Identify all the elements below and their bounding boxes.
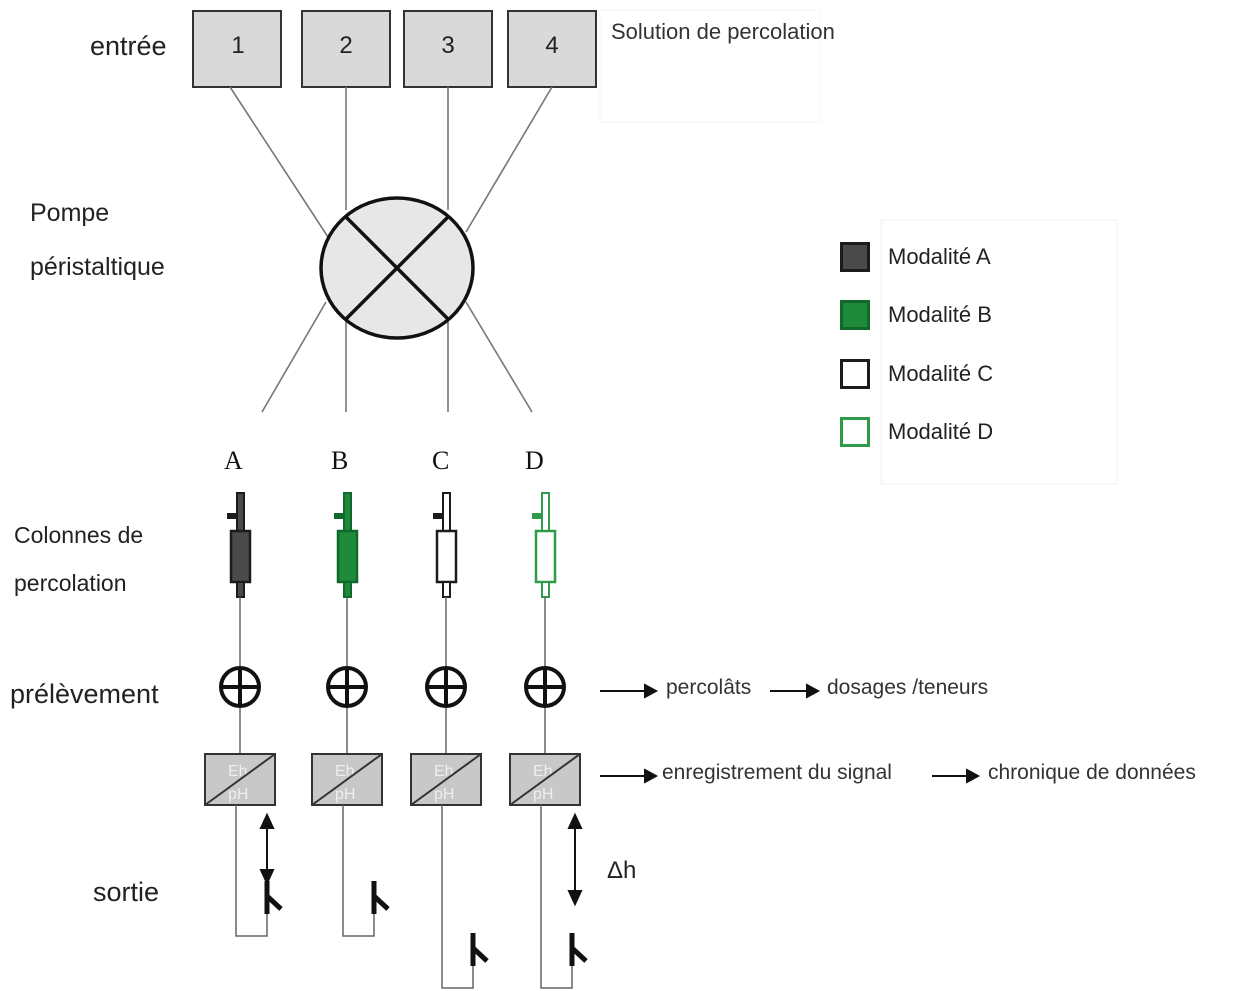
column-c-side-port: [433, 513, 444, 519]
sensor-c-diagonal: [410, 753, 482, 806]
outlet-a-tube: [235, 805, 268, 937]
label-solution: Solution de percolation: [611, 19, 835, 44]
label-pompe-line1: Pompe: [30, 199, 110, 227]
column-b-top-tube: [343, 492, 352, 532]
column-d-side-port: [532, 513, 543, 519]
input-box-3-label: 3: [441, 32, 454, 59]
label-colonnes-line2: percolation: [14, 570, 127, 596]
label-chronique: chronique de données: [988, 761, 1196, 784]
input-box-2-label: 2: [339, 32, 352, 59]
height-difference-arrows: [259, 812, 583, 907]
outlet-c-tube: [441, 805, 474, 989]
column-c-body: [435, 529, 458, 584]
label-enregistrement: enregistrement du signal: [662, 761, 892, 784]
peristaltic-pump-icon: [319, 196, 475, 340]
sensor-d-diagonal: [509, 753, 581, 806]
input-box-4-label: 4: [545, 32, 558, 59]
label-prelevement: prélèvement: [10, 679, 159, 709]
outlet-a-spout-tip: [265, 894, 283, 911]
sensor-c-label-eh: Eh: [434, 763, 454, 780]
flow-arrows: [600, 683, 981, 784]
column-a-body: [229, 529, 252, 584]
label-sortie: sortie: [93, 877, 160, 907]
input-box-1-label: 1: [231, 32, 244, 59]
label-delta-h: Δh: [607, 857, 637, 884]
column-a-side-port: [227, 513, 238, 519]
sensor-b-label-ph: pH: [335, 786, 355, 803]
column-letter-c: C: [432, 446, 450, 475]
legend-label-b: Modalité B: [888, 302, 992, 327]
column-b-bottom-tube: [343, 581, 352, 598]
sensor-b-diagonal: [311, 753, 383, 806]
column-b-side-port: [334, 513, 345, 519]
label-entree: entrée: [90, 31, 167, 61]
column-c-top-tube: [442, 492, 451, 532]
outlet-b-tube: [342, 805, 375, 937]
column-d-bottom-tube: [541, 581, 550, 598]
input-box-4: [507, 10, 597, 88]
column-letter-b: B: [331, 446, 349, 475]
column-a-top-tube: [236, 492, 245, 532]
outlet-d-tube: [540, 805, 573, 989]
legend-label-d: Modalité D: [888, 419, 994, 444]
input-box-1: [192, 10, 282, 88]
legend-item-b: Modalité B: [840, 300, 992, 330]
column-b-body: [336, 529, 359, 584]
legend-item-d: Modalité D: [840, 417, 993, 447]
sensor-d-label-eh: Eh: [533, 763, 553, 780]
column-d-top-tube: [541, 492, 550, 532]
label-colonnes-line1: Colonnes de: [14, 522, 144, 548]
column-a-bottom-tube: [236, 581, 245, 598]
legend-item-c: Modalité C: [840, 359, 993, 389]
column-letter-a: A: [224, 446, 243, 475]
sensor-c-label-ph: pH: [434, 786, 454, 803]
column-letter-d: D: [525, 446, 544, 475]
legend-frame: [880, 219, 1118, 485]
label-percolats: percolâts: [666, 676, 752, 699]
input-boxes: 1 2 3 4: [192, 10, 597, 88]
sensor-d-label-ph: pH: [533, 786, 553, 803]
sensor-b-label-eh: Eh: [335, 763, 355, 780]
legend-item-a: Modalité A: [840, 242, 991, 272]
solution-frame: [599, 9, 821, 123]
legend-label-a: Modalité A: [888, 244, 991, 269]
legend-swatch-b: [840, 300, 870, 330]
outlet-c-spout-tip: [471, 946, 489, 963]
legend-label-c: Modalité C: [888, 361, 994, 386]
sensor-a-diagonal: [204, 753, 276, 806]
input-box-2: [301, 10, 391, 88]
column-c-bottom-tube: [442, 581, 451, 598]
outlet-b-spout-tip: [372, 894, 390, 911]
sensor-a-label-eh: Eh: [228, 763, 248, 780]
outlet-d-spout-tip: [570, 946, 588, 963]
legend-swatch-c: [840, 359, 870, 389]
columns-layer: Eh pH Eh pH Eh pH Eh pH: [204, 492, 588, 989]
label-pompe-line2: péristaltique: [30, 253, 165, 281]
legend-swatch-a: [840, 242, 870, 272]
legend-swatch-d: [840, 417, 870, 447]
label-dosages: dosages /teneurs: [827, 676, 989, 699]
pump-tubes: [229, 86, 553, 413]
column-d-body: [534, 529, 557, 584]
sensor-a-label-ph: pH: [228, 786, 248, 803]
